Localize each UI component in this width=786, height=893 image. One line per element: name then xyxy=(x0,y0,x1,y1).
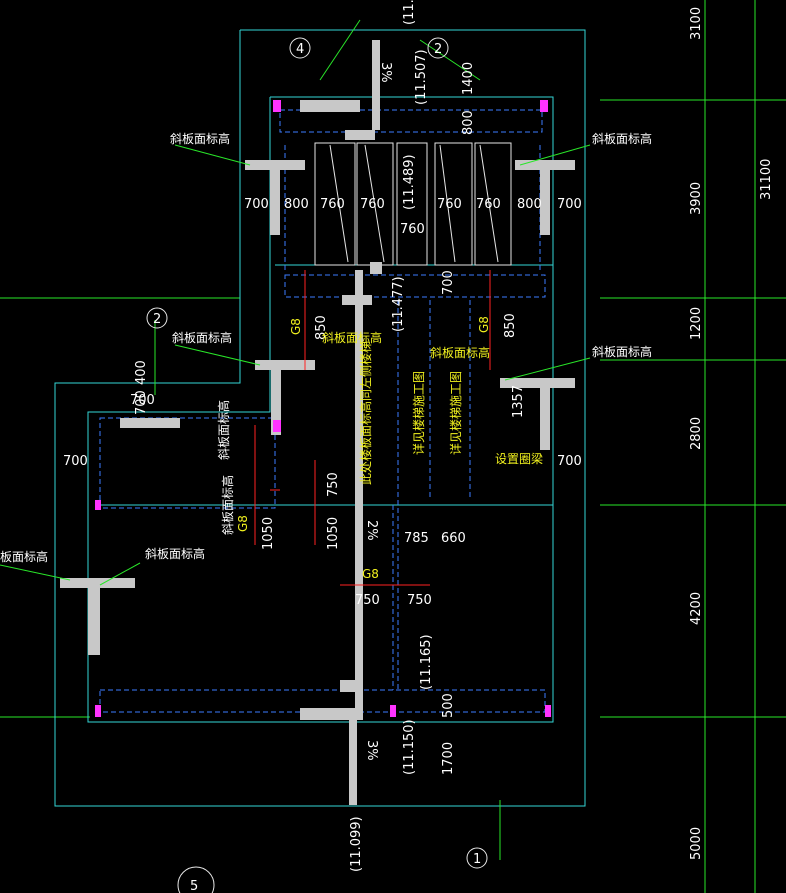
note-center-1: 详见楼梯施工图 xyxy=(411,371,426,455)
elev-top-partial: (11.5 xyxy=(402,0,417,25)
note-slope-top-left: 斜板面标高 xyxy=(170,131,230,146)
dim-500: 500 xyxy=(441,693,456,718)
dim-top-760-b: 760 xyxy=(360,197,385,212)
dim-3100: 3100 xyxy=(689,7,704,40)
marker-1: 1 xyxy=(473,852,481,867)
dim-top-700-right: 700 xyxy=(557,197,582,212)
beam-tag-g8-c: G8 xyxy=(236,515,250,532)
dim-1700: 1700 xyxy=(441,742,456,775)
dim-2800: 2800 xyxy=(689,417,704,450)
note-slope-mid-left: 斜板面标高 xyxy=(172,330,232,345)
note-vertical-stair: 此处楼板面标高同左侧楼梯 xyxy=(358,341,373,485)
right-dimensions: 3100 3900 31100 1200 2800 4200 5000 xyxy=(689,7,774,860)
dim-700-mid-left: 700 xyxy=(130,393,155,408)
dim-1200: 1200 xyxy=(689,307,704,340)
dim-1050-a: 1050 xyxy=(261,517,276,550)
dim-top-760-c: 760 xyxy=(400,222,425,237)
top-dimensions: 700 800 760 760 760 760 760 800 700 1400… xyxy=(244,62,582,295)
marker-2-top: 2 xyxy=(434,42,442,57)
dim-750-c: 750 xyxy=(407,593,432,608)
dim-750-a: 750 xyxy=(326,472,341,497)
slope-3-bottom: 3% xyxy=(364,740,379,761)
beam-tag-g8-d: G8 xyxy=(362,567,379,581)
dim-top-760-e: 760 xyxy=(476,197,501,212)
dim-850-right: 850 xyxy=(503,313,518,338)
elev-11477: (11.477) xyxy=(391,276,406,332)
elev-11099: (11.099) xyxy=(349,816,364,872)
stair-treads xyxy=(314,142,512,266)
marker-2-left: 2 xyxy=(153,312,161,327)
slopes: 3% 2% 3% xyxy=(364,62,393,761)
note-ring-beam: 设置圈梁 xyxy=(495,451,543,466)
dim-1357: 1357 xyxy=(511,385,526,418)
red-markers xyxy=(254,270,491,586)
dim-3900: 3900 xyxy=(689,182,704,215)
note-slope-lower-left: 斜板面标高 xyxy=(220,475,235,535)
beam-tag-g8-a: G8 xyxy=(289,318,303,335)
beam-tags: G8 G8 G8 G8 xyxy=(236,316,491,581)
slope-2-mid: 2% xyxy=(364,520,379,541)
dim-850-left: 850 xyxy=(314,315,329,340)
marker-5: 5 xyxy=(190,879,198,893)
mid-dimensions: 850 850 700 1357 700 700 400 700 xyxy=(63,313,582,469)
section-markers xyxy=(146,37,488,893)
slope-3-top: 3% xyxy=(378,62,393,83)
dim-1050-b: 1050 xyxy=(326,517,341,550)
lower-dimensions: 750 1050 1050 785 660 750 750 500 1700 xyxy=(261,472,466,775)
dim-700-rotated: 700 xyxy=(134,390,149,415)
dim-660: 660 xyxy=(441,531,466,546)
dim-top-760-d: 760 xyxy=(437,197,462,212)
elev-11489: (11.489) xyxy=(402,154,417,210)
dim-1400: 1400 xyxy=(461,62,476,95)
note-slope-mid-stair: 斜板面标高 xyxy=(430,345,490,360)
marker-4: 4 xyxy=(296,42,304,57)
dim-400: 400 xyxy=(134,360,149,385)
dim-4200: 4200 xyxy=(689,592,704,625)
note-slope-mid-center: 斜板面标高 xyxy=(322,330,382,345)
elev-11150: (11.150) xyxy=(402,719,417,775)
notes: 斜板面标高 斜板面标高 斜板面标高 斜板面标高 斜板面标高 斜板面标高 斜板面标… xyxy=(0,131,652,564)
posts xyxy=(95,100,551,717)
note-center-2: 详见楼梯施工图 xyxy=(448,371,463,455)
dim-785: 785 xyxy=(404,531,429,546)
dim-top-700-left: 700 xyxy=(244,197,269,212)
note-slope-lower-center: 斜板面标高 xyxy=(145,546,205,561)
note-slope-far-left: 板面标高 xyxy=(0,549,48,564)
dim-750-b: 750 xyxy=(355,593,380,608)
walls xyxy=(60,40,575,805)
elev-11165: (11.165) xyxy=(419,634,434,690)
elevations: (11.507) (11.489) (11.477) (11.165) (11.… xyxy=(349,0,434,872)
dim-31100: 31100 xyxy=(759,159,774,200)
beam-tag-g8-b: G8 xyxy=(477,316,491,333)
note-slope-mid-right: 斜板面标高 xyxy=(592,344,652,359)
elev-11507: (11.507) xyxy=(414,49,429,105)
dim-top-760-a: 760 xyxy=(320,197,345,212)
note-slope-top-right: 斜板面标高 xyxy=(592,131,652,146)
dim-700-mid-right: 700 xyxy=(557,454,582,469)
leader-lines xyxy=(0,19,591,860)
dim-800-vertical: 800 xyxy=(461,110,476,135)
dim-top-800-right: 800 xyxy=(517,197,542,212)
dim-5000: 5000 xyxy=(689,827,704,860)
dim-700-far-left: 700 xyxy=(63,454,88,469)
dim-700-vertical: 700 xyxy=(441,270,456,295)
dim-top-800-left: 800 xyxy=(284,197,309,212)
note-slope-vertical-left: 斜板面标高 xyxy=(216,400,231,460)
marker-labels: 4 2 2 1 5 xyxy=(153,42,481,893)
